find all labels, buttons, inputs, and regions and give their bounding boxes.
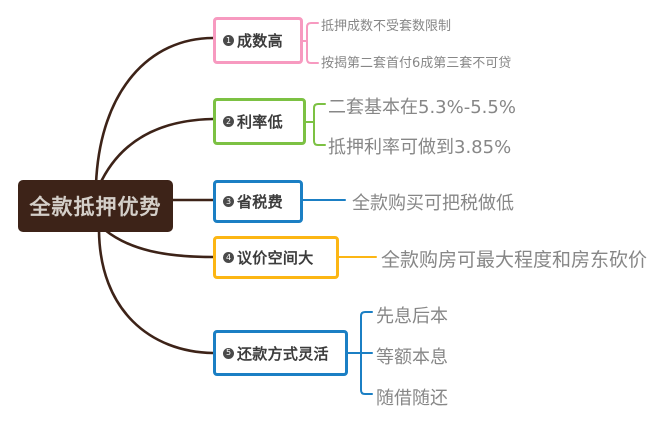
branch-node-1[interactable]: 1 成数高 <box>213 17 303 64</box>
branch-node-4[interactable]: 4 议价空间大 <box>213 236 339 279</box>
bracket-branch-1 <box>306 22 319 64</box>
branch-label-1: 成数高 <box>237 32 283 50</box>
bracket-branch-5 <box>360 311 373 395</box>
branch-number-badge-5: 5 <box>223 347 234 359</box>
root-node-label: 全款抵押优势 <box>29 195 162 219</box>
bracket-branch-2 <box>313 103 326 146</box>
leaf-1-0: 抵押成数不受套数限制 <box>321 19 452 34</box>
branch-node-2[interactable]: 2 利率低 <box>213 98 306 145</box>
leaf-3-0: 全款购买可把税做低 <box>352 193 514 214</box>
branch-number-badge-3: 3 <box>223 196 234 207</box>
branch-label-2: 利率低 <box>237 113 283 131</box>
branch-node-5[interactable]: 5 还款方式灵活 <box>213 330 348 376</box>
leaf-5-2: 随借随还 <box>376 388 448 409</box>
leaf-2-1: 抵押利率可做到3.85% <box>328 137 512 158</box>
branch-label-4: 议价空间大 <box>237 249 314 267</box>
branch-number-badge-4: 4 <box>223 252 234 263</box>
branch-label-5: 还款方式灵活 <box>237 344 329 363</box>
link-root-to-branch-2 <box>97 117 215 188</box>
root-node[interactable]: 全款抵押优势 <box>18 180 173 232</box>
branch-number-badge-2: 2 <box>223 116 234 127</box>
leaf-1-1: 按揭第二套首付6成第三套不可贷 <box>321 56 512 71</box>
leaf-4-0: 全款购房可最大程度和房东砍价 <box>381 249 648 271</box>
leaf-2-0: 二套基本在5.3%-5.5% <box>328 97 516 118</box>
branch-label-3: 省税费 <box>237 193 283 211</box>
leaf-5-1: 等额本息 <box>376 347 448 368</box>
link-root-to-branch-5 <box>97 229 215 355</box>
link-root-to-branch-4 <box>103 228 215 259</box>
branch-number-badge-1: 1 <box>223 35 234 46</box>
branch-node-3[interactable]: 3 省税费 <box>213 180 303 223</box>
link-root-to-branch-1 <box>94 36 215 186</box>
leaf-5-0: 先息后本 <box>376 306 448 327</box>
